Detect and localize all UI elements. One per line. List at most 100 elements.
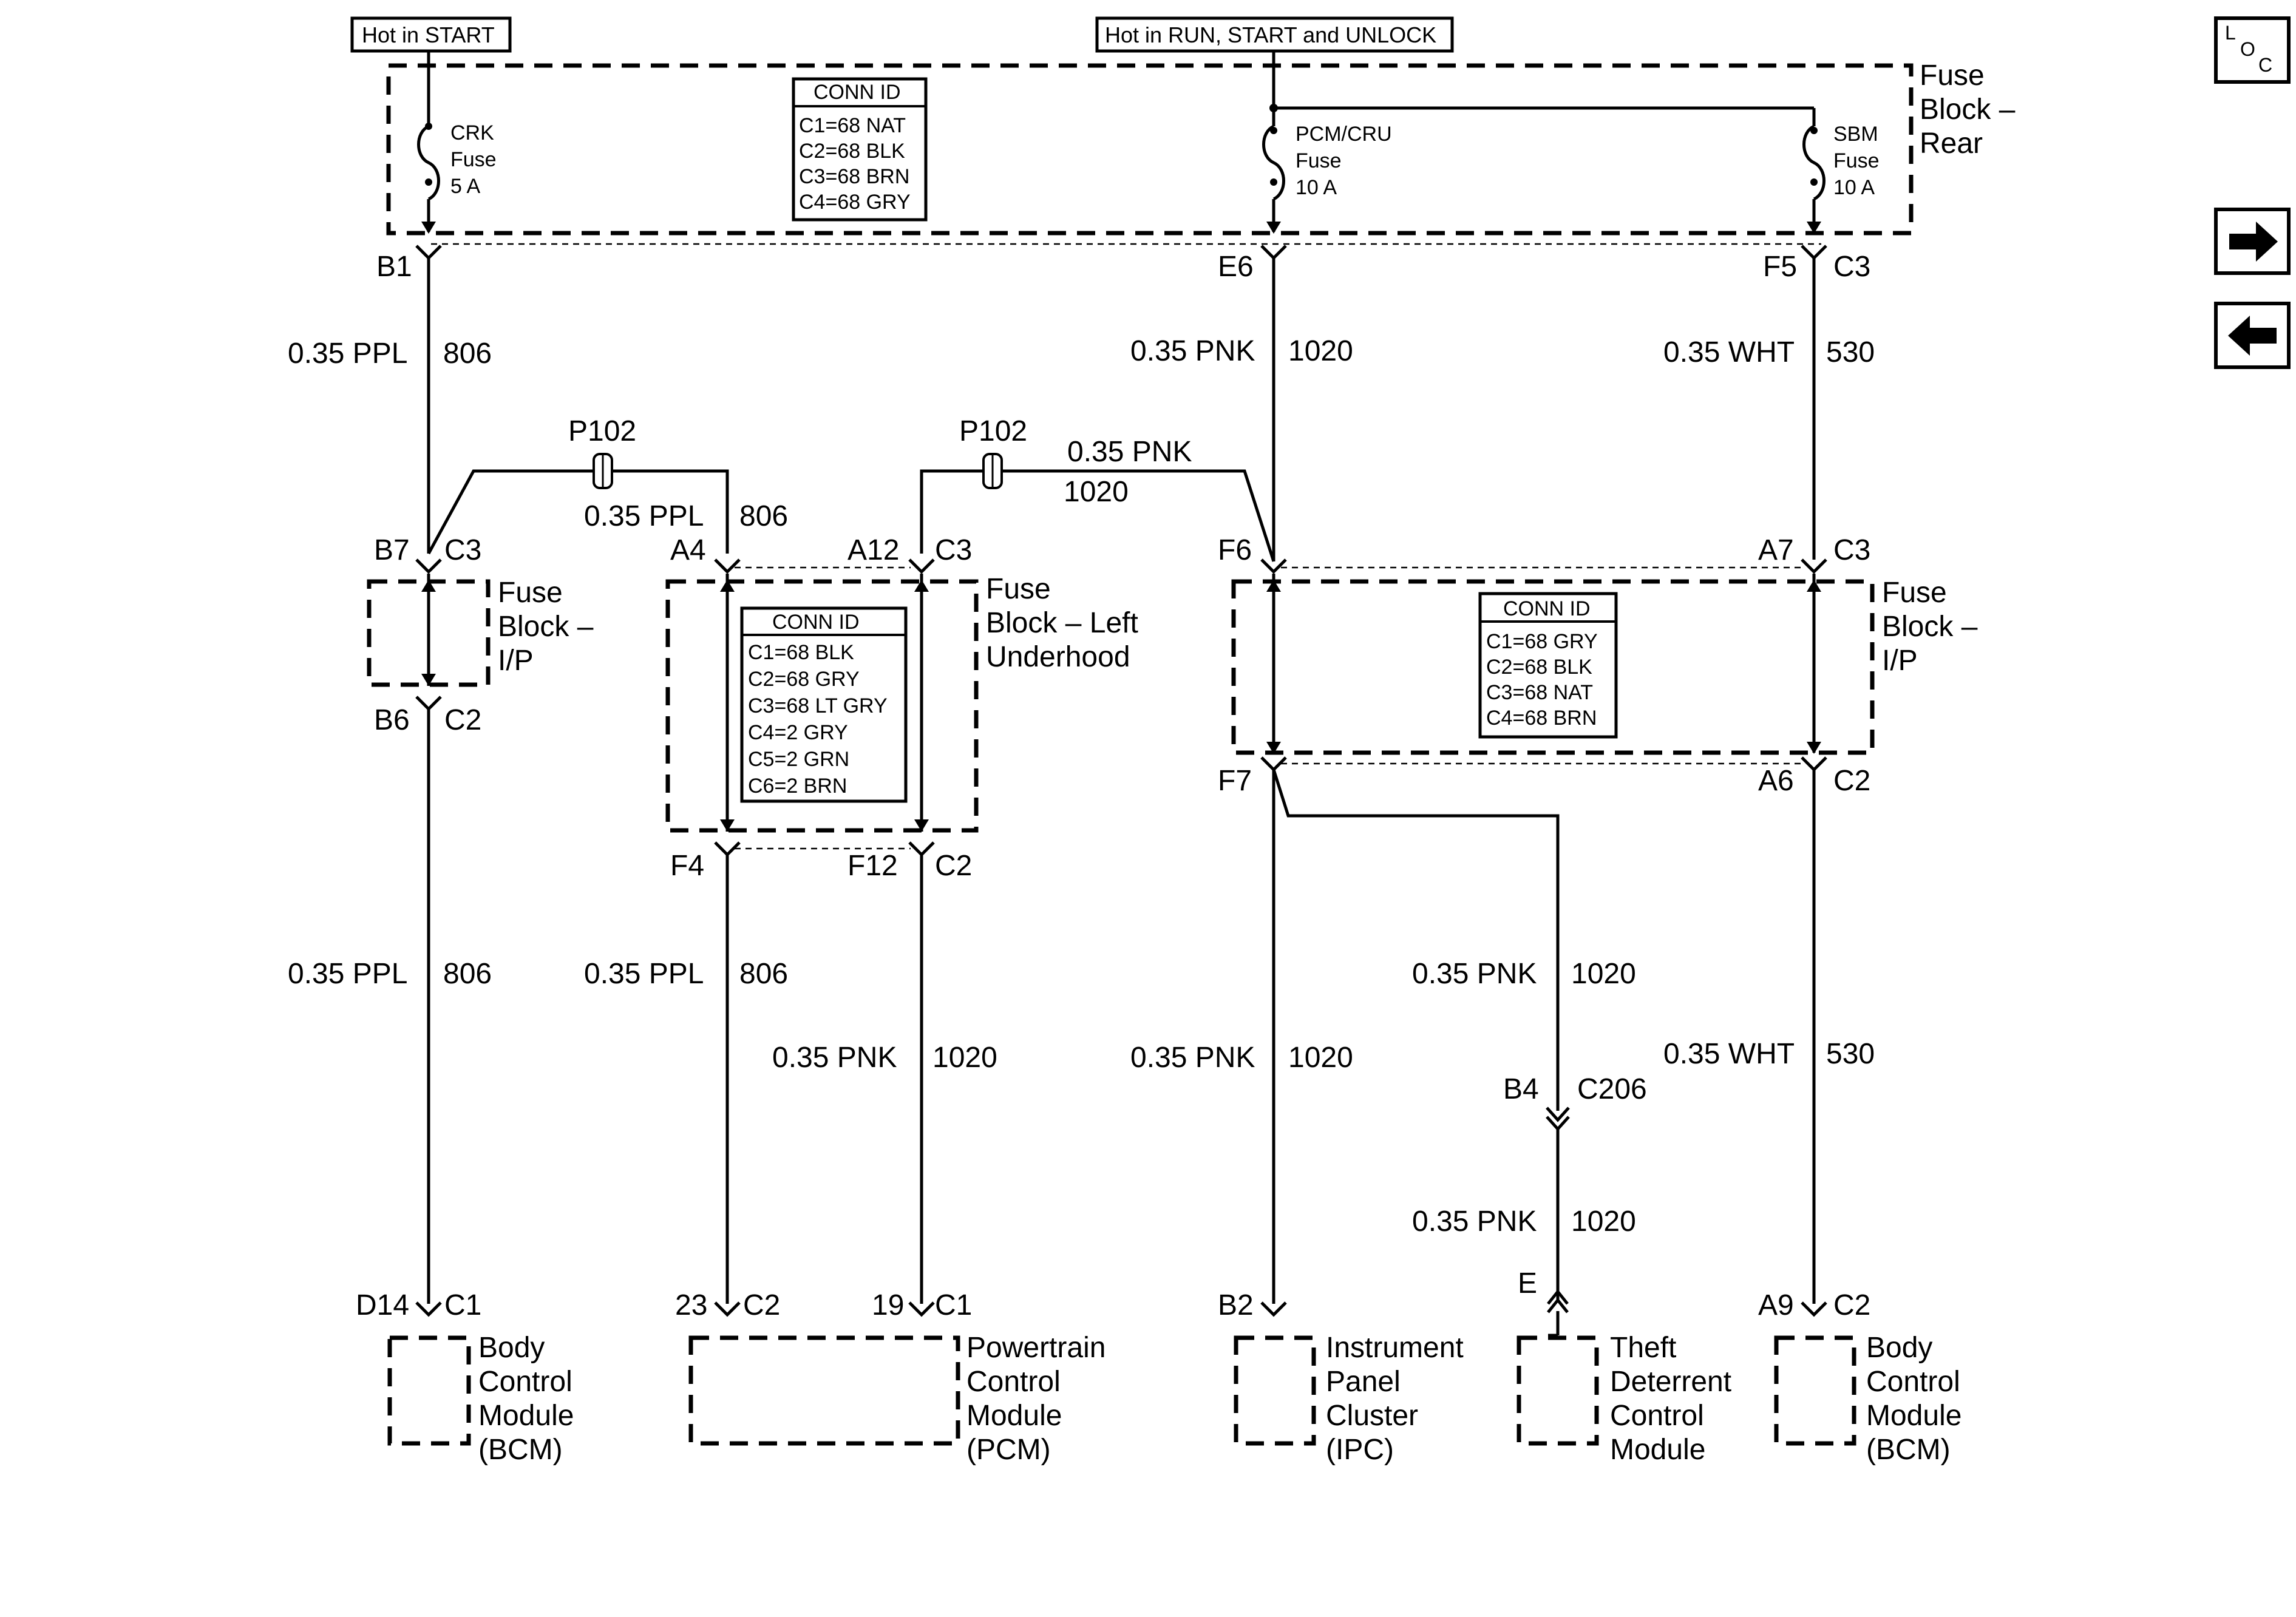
svg-text:Module: Module [1866,1400,1961,1432]
arrow-right-icon [2229,222,2278,262]
svg-text:SBM: SBM [1833,123,1878,146]
svg-text:CONN ID: CONN ID [1503,597,1591,620]
svg-text:0.35 PPL: 0.35 PPL [288,958,407,990]
pin-c1-19: C1 [935,1289,972,1321]
svg-text:0.35 PNK: 0.35 PNK [772,1042,897,1074]
svg-text:C3=68 LT GRY: C3=68 LT GRY [748,694,888,717]
pin-f5: F5 [1763,251,1797,283]
pin-a6: A6 [1758,765,1794,797]
svg-text:CRK: CRK [450,121,494,144]
prev-page-button[interactable] [2214,302,2291,369]
wire-1020-mid-circuit: 1020 [1064,476,1129,508]
svg-text:Deterrent: Deterrent [1610,1366,1731,1398]
pin-a9: A9 [1758,1289,1794,1321]
loc-button[interactable]: L O C [2214,16,2291,84]
svg-text:Body: Body [1866,1332,1932,1364]
pin-a7: A7 [1758,534,1794,566]
wire-530-bcm: 0.35 WHT 530 [1663,770,1875,1304]
pin-23: 23 [675,1289,707,1321]
fuse-block-rear-label: Fuse Block – Rear [1920,59,2016,160]
pin-b2: B2 [1218,1289,1254,1321]
conn-id-table-rear: CONN ID C1=68 NAT C2=68 BLK C3=68 BRN C4… [792,77,928,222]
svg-text:Instrument: Instrument [1326,1332,1464,1364]
wire-1020-ipc: 0.35 PNK 1020 [1130,770,1353,1304]
pin-f6: F6 [1218,534,1252,566]
wire-806-top-gauge: 0.35 PPL [288,337,407,370]
wire-1020-pcm: 0.35 PNK 1020 [772,855,997,1304]
pin-f7: F7 [1218,765,1252,797]
pin-e: E [1518,1267,1537,1300]
pin-b1: B1 [376,251,412,283]
svg-text:C1=68 BLK: C1=68 BLK [748,641,854,664]
pin-b7: B7 [374,534,410,566]
arrow-left-icon [2228,316,2277,356]
svg-text:C3=68 BRN: C3=68 BRN [799,165,909,188]
svg-text:Block – Left: Block – Left [986,607,1138,639]
fuse-block-rear: Fuse Block – Rear CONN ID C1=68 NAT C2=6… [386,51,2016,245]
svg-text:C2=68 GRY: C2=68 GRY [748,668,860,691]
svg-text:530: 530 [1826,1038,1875,1070]
svg-text:806: 806 [739,958,788,990]
pin-e6: E6 [1218,251,1254,283]
conn-id-table-underhood: CONN ID C1=68 BLK C2=68 GRY C3=68 LT GRY… [740,606,908,803]
next-page-button[interactable] [2214,208,2291,275]
wire-806-mid-circuit: 806 [739,500,788,532]
pin-b6: B6 [374,704,410,736]
svg-text:(BCM): (BCM) [1866,1434,1951,1466]
splice-p102-left [593,453,613,489]
wire-1020-top-gauge: 0.35 PNK [1130,335,1255,367]
svg-text:Module: Module [478,1400,574,1432]
svg-text:C5=2 GRN: C5=2 GRN [748,748,849,771]
svg-text:C: C [2258,54,2272,76]
svg-text:0.35 PPL: 0.35 PPL [584,958,704,990]
svg-text:Module: Module [1610,1434,1705,1466]
pin-c3-a7: C3 [1833,534,1870,566]
wire-530-column: 0.35 WHT 530 [1663,258,1875,560]
pin-c2-a6: C2 [1833,765,1870,797]
wire-806-top-circuit: 806 [443,337,492,370]
pin-c206: C206 [1577,1073,1647,1105]
pin-c2-f12: C2 [935,850,972,882]
splice-p102-right [982,453,1003,489]
fuse-block-ip-right: Fuse Block – I/P CONN ID C1=68 GRY C2=68… [1231,574,1978,755]
svg-text:1020: 1020 [1571,1205,1636,1238]
pin-c1-d14: C1 [444,1289,481,1321]
svg-text:(IPC): (IPC) [1326,1434,1394,1466]
svg-text:Fuse: Fuse [1296,149,1342,172]
pin-c3-b7: C3 [444,534,481,566]
svg-text:C1=68 GRY: C1=68 GRY [1486,630,1598,653]
fuse-block-left-underhood: Fuse Block – Left Underhood CONN ID C1=6… [665,573,1138,833]
component-theft-deterrent: Theft Deterrent Control Module [1517,1332,1731,1466]
svg-text:5 A: 5 A [450,175,480,198]
pin-a12: A12 [847,534,899,566]
sbm-fuse: SBM Fuse 10 A [1802,108,1880,234]
pin-d14: D14 [356,1289,409,1321]
wire-806-column: 0.35 PPL 806 P102 0.35 PPL 806 [288,258,788,555]
fuse-block-ip-left: Fuse Block – I/P [367,574,594,687]
svg-text:Body: Body [478,1332,545,1364]
splice-p102-right-label: P102 [959,415,1027,447]
pin-f4: F4 [670,850,704,882]
svg-text:0.35 PNK: 0.35 PNK [1130,1042,1255,1074]
svg-text:Module: Module [966,1400,1062,1432]
pin-a4: A4 [670,534,706,566]
svg-text:C1=68 NAT: C1=68 NAT [799,114,906,137]
hot-in-start-text: Hot in START [362,22,495,47]
svg-text:Panel: Panel [1326,1366,1401,1398]
pcm-cru-fuse: PCM/CRU Fuse 10 A [1262,51,1814,234]
svg-text:Control: Control [1866,1366,1960,1398]
wire-1020-theft: 0.35 PNK 1020 B4 C206 0.35 PNK 1020 E [1272,769,1647,1337]
svg-text:C4=2 GRY: C4=2 GRY [748,721,848,744]
connector-marks-mid [415,558,1827,574]
component-ipc: Instrument Panel Cluster (IPC) [1234,1332,1464,1466]
svg-text:806: 806 [443,958,492,990]
svg-text:Powertrain: Powertrain [966,1332,1106,1364]
svg-text:Underhood: Underhood [986,641,1130,673]
wire-806-mid-gauge: 0.35 PPL [584,500,704,532]
svg-text:C2=68 BLK: C2=68 BLK [1486,656,1592,679]
conn-id-table-ip-right: CONN ID C1=68 GRY C2=68 BLK C3=68 NAT C4… [1478,592,1618,739]
component-pcm: Powertrain Control Module (PCM) [688,1332,1106,1466]
svg-text:Fuse: Fuse [986,573,1051,605]
hot-in-start-label: Hot in START [350,16,512,53]
